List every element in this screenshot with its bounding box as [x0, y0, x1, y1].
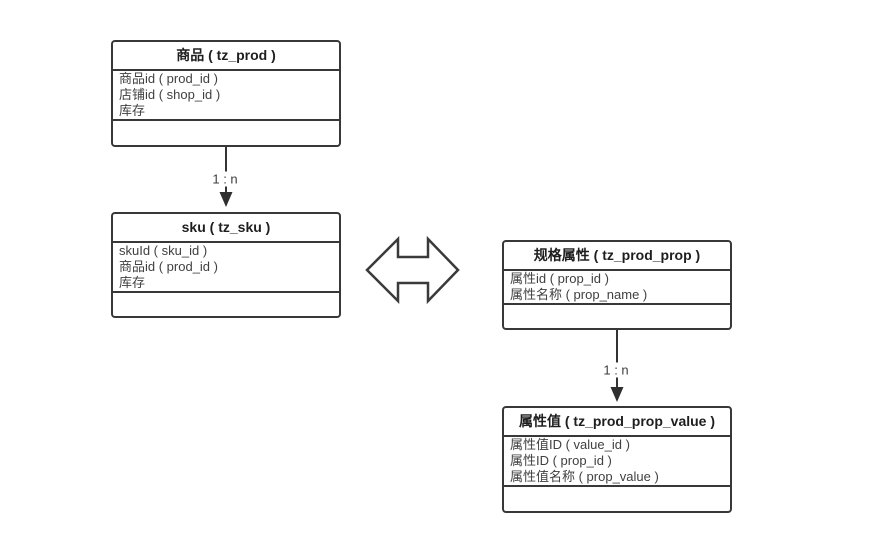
entity-footer — [504, 305, 730, 328]
arrowhead-down-icon — [219, 192, 233, 207]
field-row: 属性名称 ( prop_name ) — [510, 287, 648, 302]
entity-footer — [113, 293, 339, 316]
field-row: 商品id ( prod_id ) — [119, 71, 218, 86]
entity-footer — [504, 487, 730, 511]
field-row: 店铺id ( shop_id ) — [119, 87, 221, 102]
field-row: 属性值名称 ( prop_value ) — [510, 469, 659, 484]
field-row: skuId ( sku_id ) — [119, 243, 208, 258]
entity-title: 属性值 ( tz_prod_prop_value ) — [504, 408, 730, 437]
entity-prod-prop-value: 属性值 ( tz_prod_prop_value ) 属性值ID ( value… — [502, 406, 732, 513]
entity-fields: 属性id ( prop_id ) 属性名称 ( prop_name ) — [504, 271, 730, 305]
entity-fields: skuId ( sku_id ) 商品id ( prod_id ) 库存 — [113, 243, 339, 293]
field-row: 属性id ( prop_id ) — [510, 271, 609, 286]
field-row: 库存 — [119, 103, 146, 118]
field-row: 属性值ID ( value_id ) — [510, 437, 630, 452]
relation-cardinality-label: 1 : n — [209, 171, 241, 187]
entity-fields: 商品id ( prod_id ) 店铺id ( shop_id ) 库存 — [113, 71, 339, 121]
entity-title: 商品 ( tz_prod ) — [113, 42, 339, 71]
entity-footer — [113, 121, 339, 145]
field-row: 属性ID ( prop_id ) — [510, 453, 612, 468]
entity-title: 规格属性 ( tz_prod_prop ) — [504, 242, 730, 271]
field-row: 库存 — [119, 275, 146, 290]
bidirectional-arrow-icon — [365, 235, 460, 305]
relation-cardinality-label: 1 : n — [600, 362, 632, 378]
entity-title: sku ( tz_sku ) — [113, 214, 339, 243]
entity-fields: 属性值ID ( value_id ) 属性ID ( prop_id ) 属性值名… — [504, 437, 730, 487]
entity-prod-prop: 规格属性 ( tz_prod_prop ) 属性id ( prop_id ) 属… — [502, 240, 732, 330]
entity-prod: 商品 ( tz_prod ) 商品id ( prod_id ) 店铺id ( s… — [111, 40, 341, 147]
entity-sku: sku ( tz_sku ) skuId ( sku_id ) 商品id ( p… — [111, 212, 341, 318]
arrowhead-down-icon — [610, 387, 624, 402]
field-row: 商品id ( prod_id ) — [119, 259, 218, 274]
